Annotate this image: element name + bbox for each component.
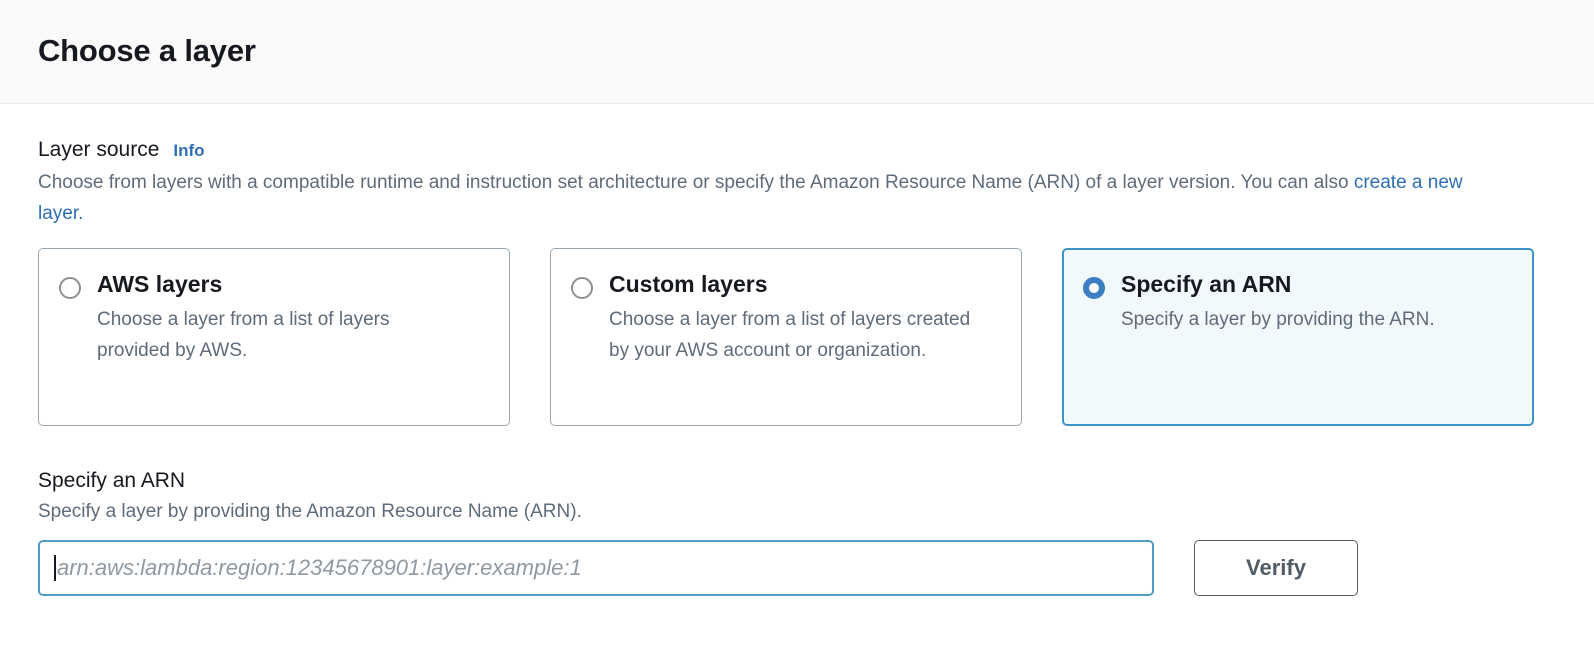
info-link[interactable]: Info [173, 141, 205, 160]
layer-source-option-specify-an-arn-text: Specify an ARN Specify a layer by provid… [1121, 271, 1435, 424]
layer-source-label: Layer source [38, 138, 160, 161]
layer-source-label-row: Layer source Info [38, 137, 1556, 162]
option-title: AWS layers [97, 270, 223, 297]
option-description: Choose a layer from a list of layers cre… [609, 309, 971, 362]
modal-header: Choose a layer [0, 0, 1594, 104]
layer-source-option-custom-layers-text: Custom layers Choose a layer from a list… [609, 271, 979, 425]
radio-icon-aws-layers[interactable] [59, 276, 81, 299]
arn-input-row: Verify [38, 539, 1556, 596]
option-title: Custom layers [609, 270, 768, 297]
layer-source-option-aws-layers-text: AWS layers Choose a layer from a list of… [97, 271, 467, 425]
specify-an-arn-label: Specify an ARN [38, 468, 186, 492]
option-title: Specify an ARN [1121, 270, 1292, 297]
page-title: Choose a layer [38, 33, 256, 69]
specify-an-arn-section: Specify an ARN Specify a layer by provid… [38, 468, 1556, 596]
arn-input-wrapper[interactable] [38, 539, 1154, 596]
layer-source-options: AWS layers Choose a layer from a list of… [38, 247, 1556, 426]
arn-input[interactable] [57, 541, 1138, 594]
layer-source-option-aws-layers[interactable]: AWS layers Choose a layer from a list of… [38, 247, 510, 426]
layer-source-description-text: Choose from layers with a compatible run… [38, 172, 1354, 194]
layer-source-option-specify-an-arn[interactable]: Specify an ARN Specify a layer by provid… [1062, 247, 1534, 426]
layer-source-description: Choose from layers with a compatible run… [38, 168, 1498, 230]
option-description: Choose a layer from a list of layers pro… [97, 309, 390, 362]
text-caret-icon [54, 554, 56, 581]
verify-button[interactable]: Verify [1194, 539, 1358, 596]
option-description: Specify a layer by providing the ARN. [1121, 309, 1435, 331]
modal-body: Layer source Info Choose from layers wit… [0, 104, 1594, 596]
specify-an-arn-description: Specify a layer by providing the Amazon … [38, 500, 582, 522]
create-a-new-layer-link[interactable]: create a new layer. [38, 172, 1463, 224]
radio-icon-custom-layers[interactable] [571, 276, 593, 299]
radio-icon-specify-an-arn[interactable] [1083, 276, 1105, 299]
layer-source-option-custom-layers[interactable]: Custom layers Choose a layer from a list… [550, 247, 1022, 426]
